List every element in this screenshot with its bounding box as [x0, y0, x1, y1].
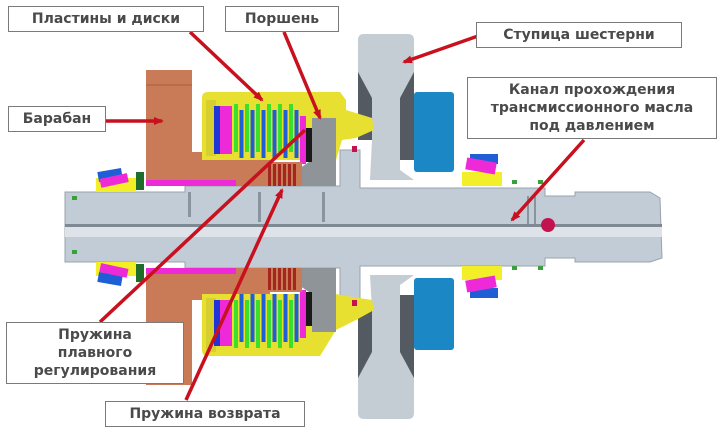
friction-disc	[267, 300, 271, 348]
spring-coil	[268, 268, 271, 290]
label-text: Барабан	[22, 111, 92, 127]
arrow-piston	[282, 31, 322, 120]
spring-coil	[288, 164, 291, 186]
steel-plate	[272, 294, 277, 342]
label-text: Поршень	[244, 11, 320, 27]
friction-disc	[234, 104, 238, 152]
spring-coil	[273, 164, 276, 186]
friction-disc	[267, 104, 271, 152]
spring-coil	[288, 268, 291, 290]
friction-disc	[256, 104, 260, 152]
label-text-line: Пружина	[58, 327, 132, 343]
label-text-line: под давлением	[529, 118, 655, 134]
label-piston: Поршень	[225, 6, 339, 32]
steel-plate	[239, 110, 244, 158]
label-cushion-spring: Пружина плавного регулирования	[6, 322, 184, 384]
label-oil-channel: Канал прохождения трансмиссионного масла…	[467, 77, 717, 139]
arrows	[98, 30, 586, 401]
steel-plate	[250, 294, 255, 342]
label-text-line: регулирования	[33, 363, 157, 379]
label-text-line: плавного	[57, 345, 133, 361]
arrow-oil-channel	[510, 138, 586, 222]
clutch-plates-top	[234, 104, 299, 158]
spring-coil	[268, 164, 271, 186]
steel-plate	[272, 110, 277, 158]
spring-coil	[293, 268, 296, 290]
friction-disc	[278, 300, 282, 348]
steel-plate	[283, 110, 288, 158]
clutch-plates-bottom	[234, 294, 299, 348]
steel-plate	[294, 110, 299, 158]
steel-plate	[283, 294, 288, 342]
steel-plate	[239, 294, 244, 342]
label-text: Пружина возврата	[129, 406, 281, 422]
spring-coil	[278, 164, 281, 186]
oil-seal-ball	[541, 218, 555, 232]
spring-coil	[283, 164, 286, 186]
steel-plate	[294, 294, 299, 342]
spring-coil	[293, 164, 296, 186]
arrow-plates	[188, 30, 264, 102]
label-text: Ступица шестерни	[503, 27, 655, 43]
label-text: Пластины и диски	[31, 11, 181, 27]
label-text-line: Канал прохождения	[508, 82, 676, 98]
friction-disc	[245, 300, 249, 348]
arrow-return-spring	[184, 188, 284, 401]
friction-disc	[289, 300, 293, 348]
steel-plate	[250, 110, 255, 158]
bearings	[96, 154, 502, 298]
steel-plate	[261, 294, 266, 342]
friction-disc	[234, 300, 238, 348]
label-plates-and-discs: Пластины и диски	[8, 6, 204, 32]
gear-block-bottom	[414, 278, 454, 350]
arrow-gear-hub	[402, 34, 479, 64]
steel-plate	[261, 110, 266, 158]
label-gear-hub: Ступица шестерни	[476, 22, 682, 48]
spring-coil	[273, 268, 276, 290]
piston	[300, 116, 336, 338]
arrow-cushion-spring	[98, 128, 307, 324]
clutch-housing-bottom	[202, 294, 374, 356]
label-text-line: трансмиссионного масла	[490, 100, 694, 116]
friction-disc	[289, 104, 293, 152]
spring-coil	[278, 268, 281, 290]
label-return-spring: Пружина возврата	[105, 401, 305, 427]
label-drum: Барабан	[8, 106, 106, 132]
friction-disc	[245, 104, 249, 152]
friction-disc	[256, 300, 260, 348]
spring-coil	[283, 268, 286, 290]
gear-block-top	[414, 92, 454, 172]
main-shaft	[64, 149, 663, 307]
friction-disc	[278, 104, 282, 152]
